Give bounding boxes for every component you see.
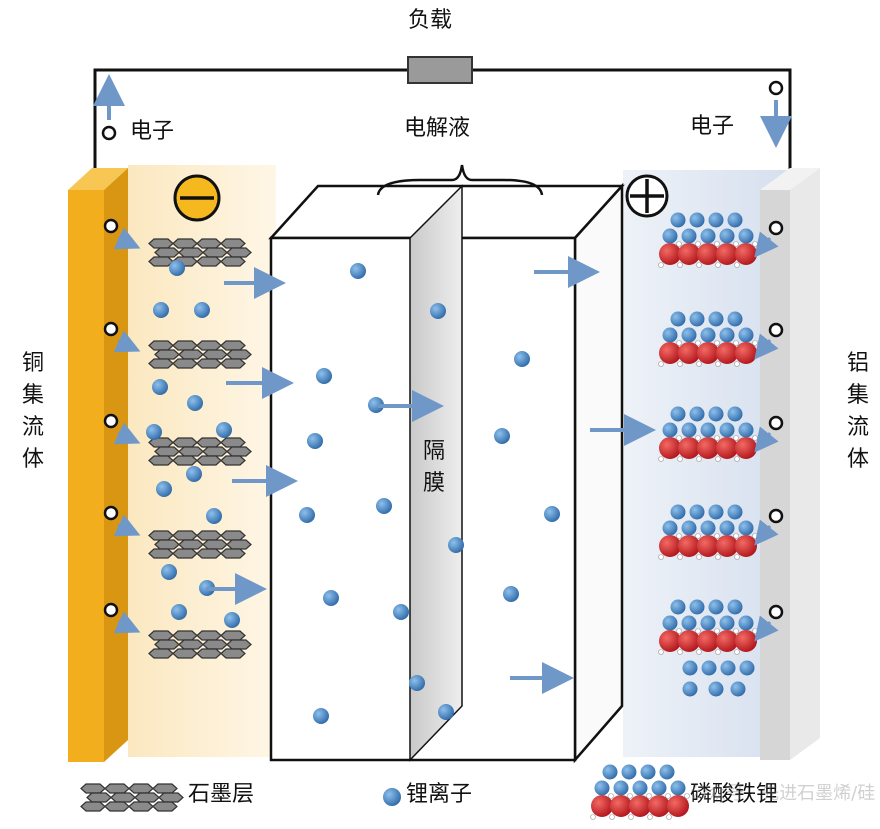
- lithium-ion: [682, 681, 698, 697]
- electron-arrow: [754, 333, 779, 360]
- electron-flow-left: [93, 74, 125, 141]
- electron-terminal: [103, 413, 119, 429]
- copper-collector: [68, 168, 128, 762]
- lfp-cluster: [658, 504, 758, 560]
- graphite-layer: [148, 630, 252, 659]
- lithium-ion: [186, 466, 202, 482]
- electron-terminal: [103, 321, 119, 337]
- lithium-ion: [544, 506, 560, 522]
- lfp-cluster: [658, 212, 758, 268]
- electron-terminal: [768, 322, 784, 338]
- electron-arrow: [113, 227, 141, 250]
- aluminum-collector-label: 铝集流体: [846, 351, 869, 472]
- electrolyte-box: [268, 182, 625, 764]
- electron-label-right: 电子: [690, 114, 735, 139]
- lithium-ion: [430, 303, 446, 319]
- legend-lfp-icon: [590, 764, 690, 820]
- lithium-ion: [393, 604, 409, 620]
- lithium-ion: [313, 708, 329, 724]
- lithium-ion: [194, 302, 210, 318]
- lfp-cluster: [658, 599, 758, 655]
- positive-sign-icon: [625, 174, 669, 218]
- separator-membrane: [409, 184, 463, 762]
- load-label: 负载: [408, 8, 453, 33]
- diagram-elements: [80, 212, 784, 820]
- electron-arrow: [113, 330, 141, 353]
- electron-arrow: [754, 231, 779, 258]
- lithium-ion: [216, 422, 232, 438]
- lithium-ion: [323, 590, 339, 606]
- lithium-ion: [152, 379, 168, 395]
- lithium-ion: [708, 681, 724, 697]
- lithium-ion: [730, 681, 746, 697]
- lithium-ion: [156, 481, 172, 497]
- lithium-ion: [146, 424, 162, 440]
- lithium-ion: [376, 498, 392, 514]
- graphite-layer: [148, 340, 252, 369]
- lithium-ion: [171, 604, 187, 620]
- lithium-ion: [350, 263, 366, 279]
- electron-terminal: [103, 218, 119, 234]
- electron-arrow: [113, 422, 141, 445]
- legend-lithium-ion-label: 锂离子: [406, 782, 473, 807]
- lithium-ion: [224, 612, 240, 628]
- lithium-ion: [206, 508, 222, 524]
- lithium-ion: [153, 302, 169, 318]
- load-resistor: [407, 56, 473, 84]
- lithium-ion: [383, 788, 401, 806]
- lithium-ion: [682, 660, 698, 676]
- graphite-layer: [148, 530, 252, 559]
- electron-terminal: [768, 220, 784, 236]
- lithium-ion: [494, 428, 510, 444]
- electron-terminal: [103, 505, 119, 521]
- electron-arrow: [113, 611, 141, 634]
- lithium-ion: [316, 368, 332, 384]
- lithium-ion: [368, 397, 384, 413]
- lithium-ion: [701, 660, 717, 676]
- separator-label: 隔膜: [422, 439, 445, 496]
- negative-sign-icon: [173, 174, 221, 222]
- lithium-ion: [514, 351, 530, 367]
- electron-flow-right: [760, 80, 792, 148]
- electron-terminal: [768, 604, 784, 620]
- lithium-ion: [299, 507, 315, 523]
- lithium-ion: [307, 433, 323, 449]
- electron-terminal: [768, 508, 784, 524]
- lithium-ion: [169, 260, 185, 276]
- electrolyte-label: 电解液: [404, 116, 471, 141]
- lfp-cluster: [658, 406, 758, 462]
- lithium-ion: [438, 704, 454, 720]
- lithium-ion: [503, 586, 519, 602]
- legend-graphite-label: 石墨层: [188, 782, 255, 807]
- watermark: 公众号 · 先进石墨烯/硅: [690, 783, 876, 804]
- lfp-cluster: [658, 311, 758, 367]
- electron-arrow: [754, 519, 779, 546]
- copper-collector-label: 铜集流体: [21, 351, 44, 472]
- lithium-ion: [187, 395, 203, 411]
- lithium-ion: [739, 660, 755, 676]
- electron-arrow: [113, 514, 141, 537]
- electron-label-left: 电子: [130, 119, 175, 144]
- lithium-ion: [409, 675, 425, 691]
- electron-terminal: [103, 602, 119, 618]
- graphite-layer: [148, 238, 252, 267]
- electron-arrow: [754, 426, 779, 453]
- electron-terminal: [768, 415, 784, 431]
- graphite-layer: [148, 437, 252, 466]
- legend-lfp-label: 磷酸铁锂: [690, 782, 779, 807]
- electrolyte-brace: [376, 164, 544, 196]
- electron-arrow: [754, 615, 779, 642]
- aluminum-collector: [760, 168, 820, 760]
- lithium-ion: [161, 564, 177, 580]
- lithium-ion: [448, 537, 464, 553]
- lithium-ion: [720, 660, 736, 676]
- legend-graphite-icon: [80, 783, 184, 812]
